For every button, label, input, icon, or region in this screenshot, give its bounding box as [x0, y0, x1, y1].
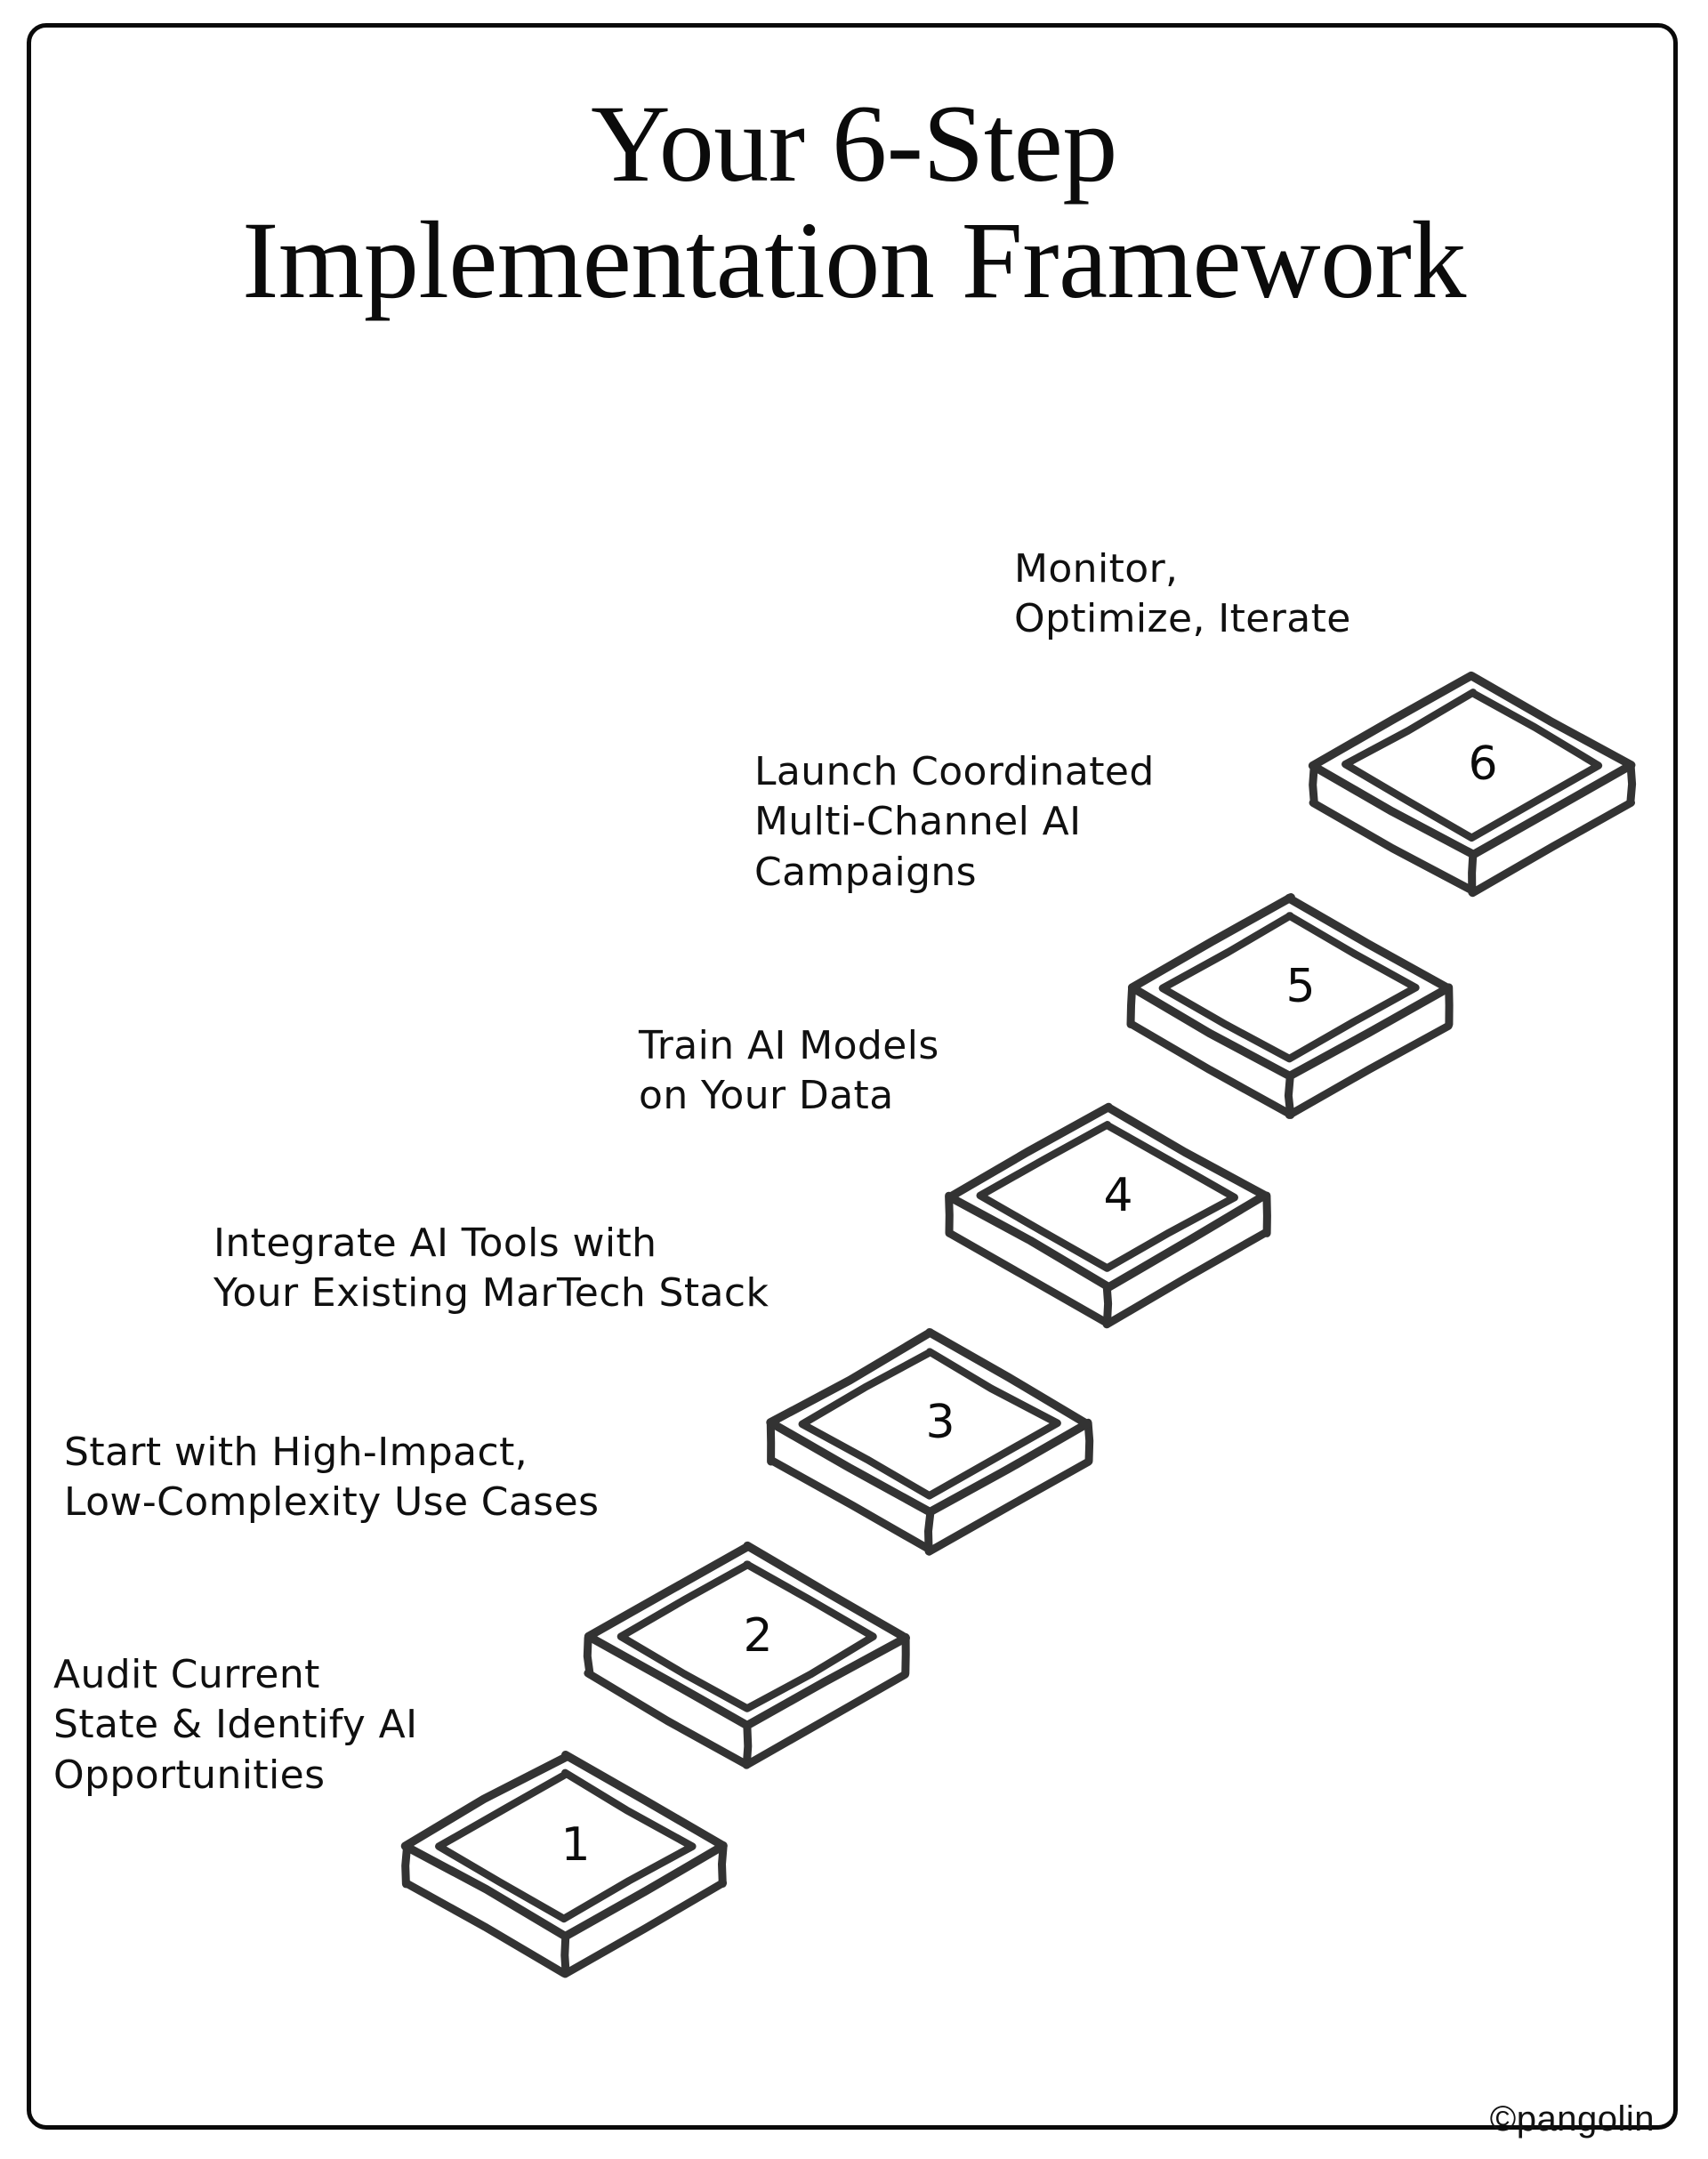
- block-mask: [589, 1547, 906, 1764]
- ink-stroke: [1468, 798, 1635, 898]
- ink-stroke: [1158, 912, 1420, 1063]
- ink-stroke: [946, 1229, 1111, 1327]
- ink-stroke: [976, 1121, 1238, 1272]
- step-block-6[interactable]: 6: [1308, 671, 1637, 898]
- ink-stroke: [798, 1348, 1061, 1500]
- ink-stroke: [435, 1768, 697, 1923]
- ink-stroke: [1285, 1021, 1453, 1119]
- step-label-2: Start with High-Impact, Low-Complexity U…: [64, 1430, 600, 1526]
- block-mask: [949, 1107, 1266, 1324]
- step-number-6: 6: [1468, 737, 1497, 791]
- ink-stroke: [1126, 983, 1137, 1028]
- ink-stroke: [616, 1560, 877, 1712]
- step-number-3: 3: [925, 1396, 955, 1449]
- ink-stroke: [1084, 1418, 1094, 1465]
- step-label-3: Integrate AI Tools with Your Existing Ma…: [214, 1220, 769, 1317]
- ink-stroke: [1308, 671, 1636, 859]
- ink-stroke: [1626, 761, 1637, 806]
- block-mask: [771, 1333, 1088, 1551]
- title-line-2: Implementation Framework: [242, 199, 1466, 322]
- ink-stroke: [584, 1541, 910, 1730]
- ink-stroke: [767, 1456, 934, 1554]
- ink-stroke: [1127, 1019, 1293, 1118]
- step-label-5: Launch Coordinated Multi-Channel AI Camp…: [754, 749, 1155, 895]
- block-mask: [1132, 898, 1448, 1115]
- page-title: Your 6-Step Implementation Framework: [0, 85, 1708, 319]
- block-mask: [1314, 675, 1631, 892]
- step-block-3[interactable]: 3: [766, 1328, 1094, 1556]
- ink-stroke: [560, 1931, 570, 1978]
- step-number-5: 5: [1285, 960, 1315, 1013]
- ink-stroke: [766, 1328, 1092, 1517]
- ink-stroke: [924, 1457, 1092, 1556]
- step-block-1[interactable]: 1: [400, 1751, 728, 1978]
- ink-stroke: [1262, 1191, 1271, 1237]
- ink-stroke: [400, 1751, 728, 1941]
- ink-stroke: [583, 1633, 594, 1679]
- title-line-1: Your 6-Step: [591, 83, 1117, 205]
- watermark: ©pangolin: [1489, 2099, 1655, 2139]
- step-label-4: Train AI Models on Your Data: [639, 1023, 939, 1119]
- ink-stroke: [1468, 850, 1478, 897]
- ink-stroke: [403, 1880, 568, 1978]
- ink-stroke: [1102, 1282, 1113, 1328]
- step-number-2: 2: [743, 1609, 772, 1663]
- ink-stroke: [584, 1669, 751, 1769]
- ink-stroke: [401, 1841, 412, 1889]
- ink-stroke: [1127, 893, 1453, 1081]
- ink-stroke: [924, 1509, 935, 1556]
- ink-stroke: [1102, 1229, 1269, 1329]
- ink-stroke: [1284, 1073, 1295, 1119]
- ink-stroke: [742, 1670, 909, 1769]
- ink-stroke: [1309, 799, 1478, 896]
- step-block-4[interactable]: 4: [945, 1102, 1271, 1329]
- ink-stroke: [1309, 761, 1318, 806]
- step-number-4: 4: [1103, 1169, 1132, 1222]
- ink-stroke: [718, 1841, 728, 1889]
- ink-stroke: [560, 1879, 727, 1978]
- step-block-5[interactable]: 5: [1126, 893, 1454, 1119]
- ink-stroke: [1341, 689, 1603, 842]
- step-label-6: Monitor, Optimize, Iterate: [1014, 546, 1351, 642]
- step-label-1: Audit Current State & Identify AI Opport…: [53, 1652, 418, 1798]
- step-number-1: 1: [560, 1818, 590, 1872]
- block-mask: [407, 1756, 723, 1973]
- ink-stroke: [742, 1722, 753, 1769]
- ink-stroke: [946, 1102, 1269, 1292]
- ink-stroke: [945, 1191, 954, 1237]
- step-block-2[interactable]: 2: [583, 1541, 910, 1769]
- steps-group: 6 5 4 3 2 1: [400, 671, 1637, 1978]
